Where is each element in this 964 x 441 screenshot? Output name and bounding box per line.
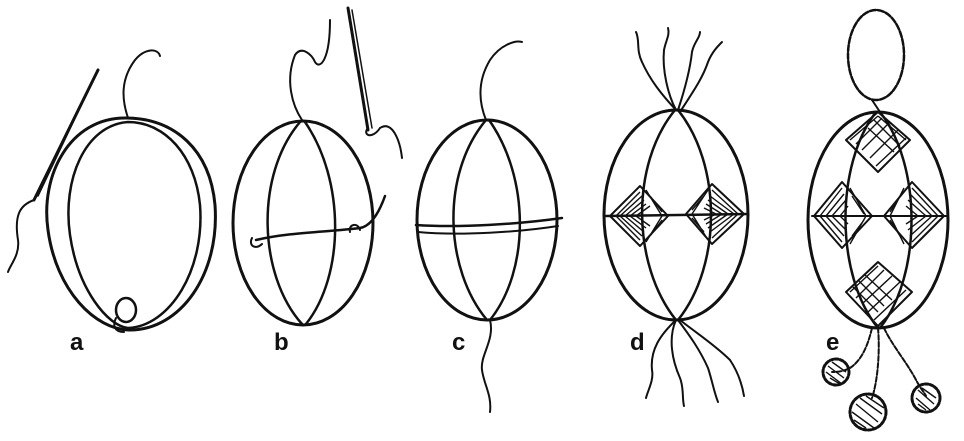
strands-d-bottom — [646, 320, 744, 406]
thread-c-bottom — [482, 320, 491, 412]
thread-b-band — [256, 196, 385, 240]
label-d: d — [630, 329, 645, 356]
pompom-left-e — [823, 359, 849, 385]
panel-a — [8, 50, 215, 332]
hanging-loop-e — [848, 10, 904, 100]
hatch-e-bottom — [846, 262, 912, 326]
hatch-e-top — [846, 112, 910, 172]
loop-a — [116, 298, 136, 322]
label-a: a — [70, 329, 84, 356]
label-e: e — [826, 329, 839, 356]
pompom-right-e — [912, 384, 940, 412]
thread-c-top — [480, 42, 522, 120]
thread-b-top — [290, 20, 330, 120]
thread-a-top — [124, 50, 160, 118]
thread-a-left — [8, 200, 34, 272]
thread-c-band — [416, 218, 562, 226]
needle-b — [348, 8, 368, 130]
panel-c — [416, 42, 562, 412]
panel-d — [604, 28, 748, 406]
panel-e — [808, 10, 948, 430]
strands-d-top — [636, 28, 722, 112]
label-b: b — [274, 329, 289, 356]
shell-b — [233, 121, 373, 325]
pompom-middle-e — [850, 394, 886, 430]
label-c: c — [452, 329, 465, 356]
panel-b — [233, 8, 402, 325]
